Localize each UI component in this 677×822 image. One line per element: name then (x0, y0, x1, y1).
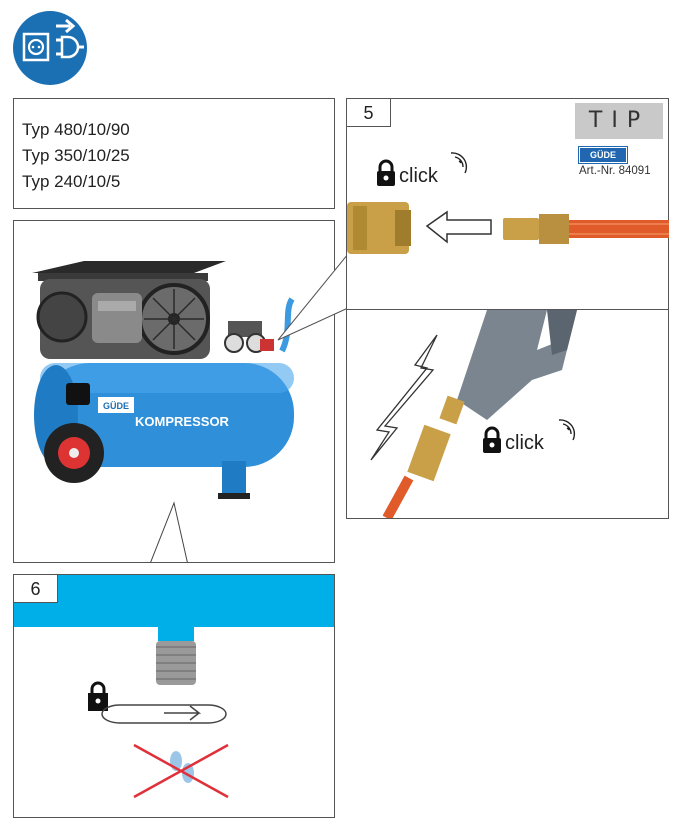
tip-badge: TIP GÜDE Art.-Nr. 84091 (575, 103, 665, 187)
model-list-box: Typ 480/10/90 Typ 350/10/25 Typ 240/10/5 (13, 98, 335, 209)
lock-icon (375, 159, 397, 192)
disconnect-plug-icon (12, 10, 88, 86)
compressor-label: KOMPRESSOR (135, 414, 230, 429)
air-gun-illustration (370, 310, 577, 518)
article-number: Art.-Nr. 84091 (579, 165, 651, 177)
step-number-6: 6 (14, 575, 58, 603)
tip-brand-logo: GÜDE (578, 146, 628, 164)
step5-gun-box: click (346, 309, 669, 519)
model-line: Typ 350/10/25 (22, 146, 130, 165)
callout-pointer (277, 253, 349, 341)
step6-box: 6 (13, 574, 335, 818)
water-drain-bar (14, 575, 334, 627)
click-label-bottom: click (505, 432, 544, 454)
click-label-top: click (399, 165, 438, 187)
compressor-brand: GÜDE (103, 401, 129, 411)
sound-waves-icon (447, 149, 475, 182)
coupler-illustration (347, 202, 669, 254)
compressor-image-box: GÜDE KOMPRESSOR (13, 220, 335, 563)
model-line: Typ 480/10/90 (22, 120, 130, 139)
step5-box: 5 TIP GÜDE Art.-Nr. 84091 click (346, 98, 669, 310)
tip-label: TIP (575, 103, 663, 139)
compressor-illustration: GÜDE KOMPRESSOR (32, 261, 295, 562)
sound-waves-icon (555, 416, 583, 449)
lock-icon (481, 426, 503, 459)
model-line: Typ 240/10/5 (22, 172, 121, 191)
drain-valve-illustration (88, 627, 229, 799)
step-number-5: 5 (347, 99, 391, 127)
